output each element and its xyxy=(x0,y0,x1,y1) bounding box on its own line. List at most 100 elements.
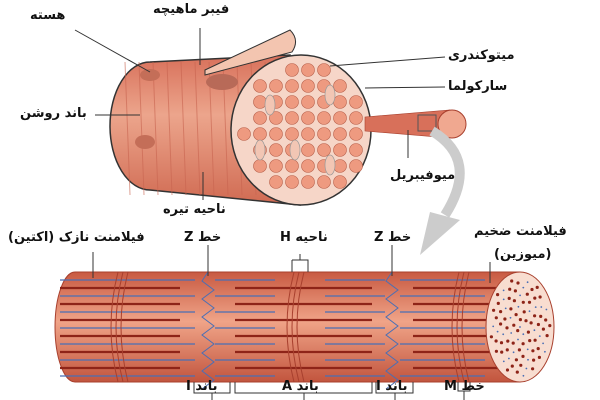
filament-dot xyxy=(509,316,512,319)
filament-dot xyxy=(499,341,504,345)
filament-dot xyxy=(534,306,537,308)
band-ring xyxy=(451,271,460,383)
label-nucleus: هسته xyxy=(30,8,66,23)
label-muscle-fiber: فیبر ماهیچه xyxy=(153,2,230,17)
myofibril-end xyxy=(437,109,467,139)
band-ring xyxy=(456,271,465,383)
myofibril-circle xyxy=(253,127,267,141)
filament-dot xyxy=(544,318,548,322)
filament-dot xyxy=(526,348,529,351)
myofibril-sarcomere-illustration xyxy=(54,271,555,390)
myofibril-circle xyxy=(301,143,315,157)
myofibril-circle xyxy=(301,111,315,125)
filament-dot xyxy=(511,341,515,345)
sarcolemma-flap xyxy=(204,29,296,76)
nucleus-shape xyxy=(135,135,155,149)
filament-dot xyxy=(502,333,505,336)
mitochondrion xyxy=(264,94,276,116)
filament-dot xyxy=(544,350,546,353)
filament-dot xyxy=(505,368,510,372)
label-z-line-right: خط Z xyxy=(374,230,412,245)
label-h-zone: ناحیه H xyxy=(280,230,328,245)
myofibril-circle xyxy=(301,79,315,93)
filament-dot xyxy=(499,310,503,314)
myofibril-circle xyxy=(333,95,347,109)
mitochondrion xyxy=(324,84,336,106)
myofibril-circle xyxy=(317,175,331,189)
filament-dot xyxy=(513,289,518,293)
nucleus-shape xyxy=(206,74,238,90)
myofibril-circle xyxy=(285,63,299,77)
filament-dot xyxy=(545,308,548,311)
myofibril-circle xyxy=(333,127,347,141)
filament-dot xyxy=(496,330,499,333)
band-ring xyxy=(110,271,119,383)
myofibril-circle xyxy=(333,175,347,189)
label-m-line: خط M xyxy=(444,379,485,394)
filament-dot xyxy=(537,355,542,359)
myofibril-circle xyxy=(253,159,267,173)
label-thin-filament: فیلامنت نازک (اکتین) xyxy=(8,230,145,245)
filament-dot xyxy=(521,342,525,346)
label-light-band: باند روشن xyxy=(20,106,87,121)
filament-dot xyxy=(499,322,503,326)
myofibril-circle xyxy=(349,159,363,173)
myofibril-circle xyxy=(301,159,315,173)
band-ring xyxy=(115,271,124,383)
filament-dot xyxy=(494,349,498,353)
myofibril-circle xyxy=(301,127,315,141)
myofibril-circle xyxy=(269,127,283,141)
filament-dot xyxy=(531,349,535,353)
filament-dot xyxy=(518,318,523,322)
myofibril-circle xyxy=(333,143,347,157)
filament-dot xyxy=(533,296,537,300)
filament-dot xyxy=(512,323,516,327)
band-ring xyxy=(286,271,295,383)
myofibril-circle xyxy=(333,79,347,93)
filament-dot xyxy=(521,300,525,304)
myofibril-circle xyxy=(317,127,331,141)
filament-dot xyxy=(492,325,495,328)
myofibril-circle xyxy=(269,111,283,125)
myofibril-circle xyxy=(349,111,363,125)
zoom-arrow-icon xyxy=(420,212,460,255)
filament-dot xyxy=(522,310,526,314)
filament-dot xyxy=(532,358,536,362)
label-myofibril: میوفیبریل xyxy=(390,168,456,183)
z-line xyxy=(201,271,215,390)
filament-dot xyxy=(528,339,532,343)
nucleus-shape xyxy=(140,69,160,81)
striation xyxy=(194,61,201,196)
filament-dot xyxy=(526,281,529,284)
filament-dot xyxy=(500,350,504,354)
filament-dot xyxy=(548,324,552,328)
label-dark-zone: ناحیه تیره xyxy=(163,202,226,217)
z-line xyxy=(385,271,399,390)
filament-dot xyxy=(542,342,544,345)
filament-dot xyxy=(505,348,509,352)
filament-dot xyxy=(519,363,523,367)
band-ring xyxy=(291,271,300,383)
filament-dot xyxy=(502,360,505,363)
filament-dot xyxy=(519,294,521,297)
label-thick-filament-myosin: (میوزین) xyxy=(494,247,552,262)
myofibril-circle xyxy=(269,175,283,189)
label-a-band: باند A xyxy=(282,379,319,394)
label-i-band-left: باند I xyxy=(186,379,218,394)
filament-dot xyxy=(524,319,528,323)
myofibril-circle xyxy=(301,175,315,189)
myofibril-circle xyxy=(269,79,283,93)
filament-dot xyxy=(526,330,531,334)
filament-dot xyxy=(503,317,507,321)
filament-dot xyxy=(494,339,498,343)
filament-dot xyxy=(519,326,521,328)
filament-dot xyxy=(522,374,525,377)
myofibril-circle xyxy=(349,95,363,109)
filament-dot xyxy=(492,308,496,312)
filament-dot xyxy=(533,338,537,342)
myofibril-circle xyxy=(301,63,315,77)
label-z-line-left: خط Z xyxy=(184,230,222,245)
filament-dot xyxy=(533,314,537,318)
